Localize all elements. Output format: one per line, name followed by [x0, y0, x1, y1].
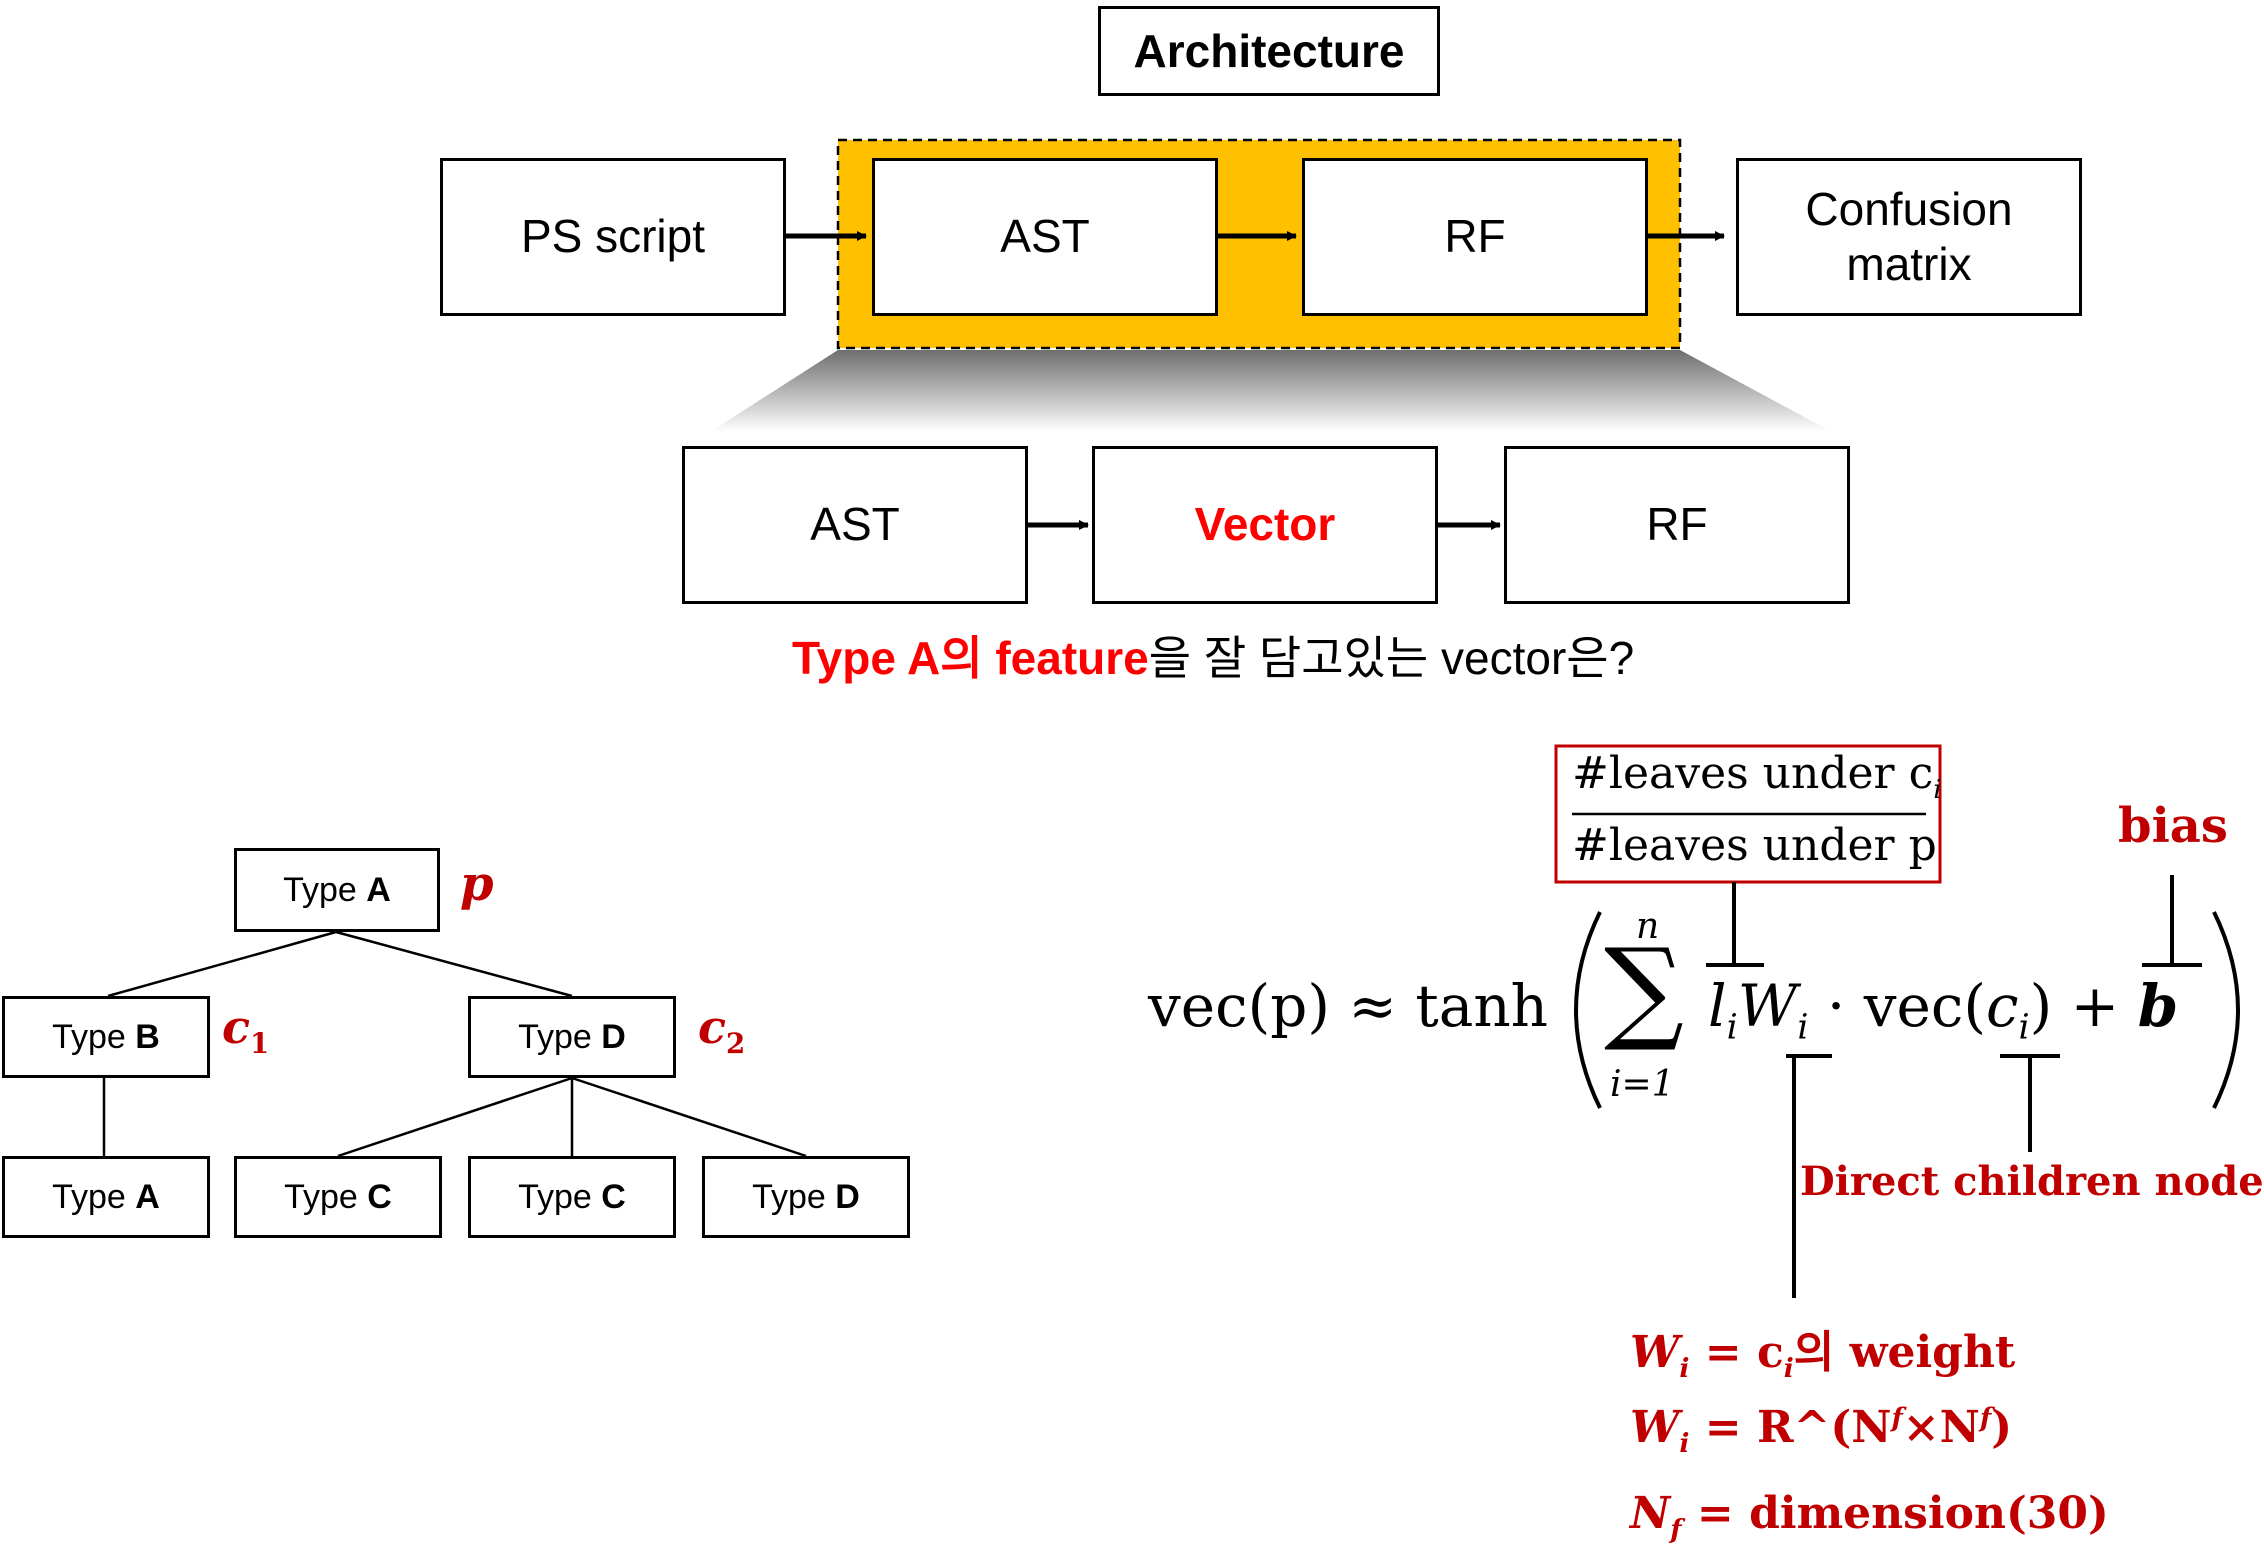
confusion-matrix-box: Confusion matrix	[1736, 158, 2082, 316]
note-nf: Nf = dimension(30)	[1630, 1488, 2109, 1545]
architecture-title: Architecture	[1098, 6, 1440, 96]
bias-label: bias	[2118, 798, 2228, 854]
sum-upper-limit: n	[1636, 906, 1660, 947]
fraction-denominator: #leaves under p	[1572, 820, 1937, 871]
left-paren	[1574, 911, 1602, 1109]
tree-leaf-3: Type C	[468, 1156, 676, 1238]
tree-leaf-1: Type A	[2, 1156, 210, 1238]
formula-lhs: vec(p) ≈ tanh	[1148, 972, 1549, 1040]
ast-box-top: AST	[872, 158, 1218, 316]
tree-root-node: Type A	[234, 848, 440, 932]
note-wi-dimension: Wi = R^(Nf×Nf)	[1630, 1402, 2013, 1459]
child2-label: c2	[698, 1000, 746, 1061]
rf-box-top: RF	[1302, 158, 1648, 316]
rf-box-bottom: RF	[1504, 446, 1850, 604]
tree-child1-node: Type B	[2, 996, 210, 1078]
sum-symbol: ∑	[1604, 925, 1684, 1055]
pointer-lines	[1706, 875, 2202, 1298]
vector-box: Vector	[1092, 446, 1438, 604]
tree-edges	[102, 930, 807, 1158]
sum-lower-limit: i=1	[1610, 1064, 1675, 1105]
root-label-p: p	[460, 856, 494, 912]
ps-script-box: PS script	[440, 158, 786, 316]
tree-leaf-2: Type C	[234, 1156, 442, 1238]
zoom-funnel	[710, 350, 1832, 432]
architecture-caption: Type A의 feature을 잘 담고있는 vector은?	[792, 632, 1635, 684]
tree-leaf-4: Type D	[702, 1156, 910, 1238]
ast-box-bottom: AST	[682, 446, 1028, 604]
note-wi-weight: Wi = ci의 weight	[1630, 1327, 2016, 1384]
right-paren	[2212, 911, 2240, 1109]
fraction-box	[1554, 744, 1942, 884]
formula-body: liWi · vec(ci) + b	[1708, 972, 2179, 1048]
tree-child2-node: Type D	[468, 996, 676, 1078]
direct-children-label: Direct children node	[1800, 1158, 2264, 1205]
child1-label: c1	[222, 1000, 270, 1061]
fraction-numerator: #leaves under ci	[1572, 748, 1942, 805]
